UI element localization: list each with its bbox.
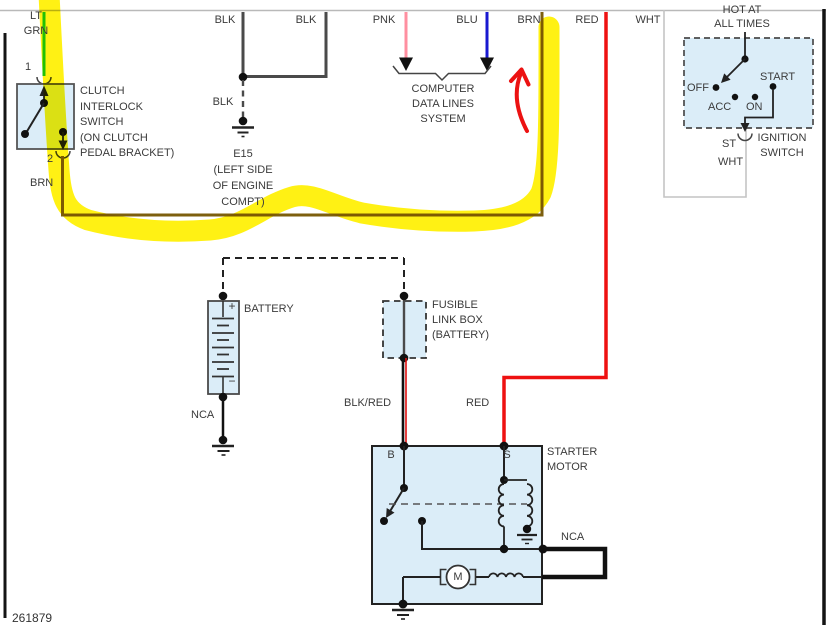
terminal-s-label: S [503,449,511,461]
ignition-switch-label: IGNITION SWITCH [757,132,807,159]
wire-label-lt-grn: LT GRN [23,10,49,37]
motor-bracket-right [469,568,477,586]
wire-label-red-mid: RED [466,397,490,409]
switch-arm [25,102,45,134]
st-connector [737,133,753,142]
wire-label-pnk: PNK [372,14,396,26]
computer-data-lines-label: COMPUTER DATA LINES SYSTEM [411,83,475,125]
motor-m-label: M [453,571,463,583]
solenoid-coil-left [497,483,505,528]
ignition-position-start: START [760,71,796,83]
clutch-interlock-switch-label: CLUTCH INTERLOCK SWITCH (ON CLUTCH PEDAL… [80,85,175,159]
field-coil [488,572,524,578]
wire-label-blk-1: BLK [214,14,236,26]
starter-motor [371,441,608,620]
blu-arrowhead [480,57,494,71]
on-contact-dot [751,93,759,101]
ignition-position-on: ON [746,101,763,113]
wire-label-blk-2: BLK [295,14,317,26]
start-contact-dot [769,83,777,90]
wire-label-blu: BLU [456,14,478,26]
off-contact-dot [712,84,720,91]
junction-dot [218,392,228,402]
battery [207,257,405,456]
wire-label-blk-ground: BLK [212,96,234,108]
starter-motor-label: STARTER MOTOR [547,446,598,473]
blk-wire-2 [245,12,328,78]
yellow-highlighter-stroke [38,0,560,242]
fusible-link-box-label: FUSIBLE LINK BOX (BATTERY) [432,299,490,341]
terminal-b-label: B [387,449,395,461]
section-box [663,10,747,198]
contact-arm [388,487,405,514]
reference-number: 261879 [12,611,53,625]
ignition-position-off: OFF [687,82,709,94]
red-wire [502,12,608,444]
wire-label-wht-top: WHT [635,14,661,26]
wire-label-red-top: RED [575,14,599,26]
computer-data-lines [392,12,494,82]
ground-label-e15: E15 (LEFT SIDE OF ENGINE COMPT) [212,148,274,208]
acc-contact-dot [731,93,739,101]
motor-circle [445,564,471,590]
hot-at-all-times-label: HOT AT ALL TIMES [714,4,770,30]
nca-thick-wire [542,546,608,580]
wire-label-brn-top: BRN [517,14,541,26]
ignition-arm-arrowhead [721,73,731,83]
battery-minus-sign: − [228,374,236,388]
ignition-dashed-box [683,37,814,129]
junction-dot [238,72,248,82]
nca-label-starter: NCA [561,531,585,543]
st-terminal-label: ST [722,138,737,150]
junction-dot [399,291,409,301]
nca-label-battery: NCA [191,409,215,421]
blk-ground-circuit [232,12,328,138]
underbrace [392,65,492,82]
contact-dot [21,130,29,138]
pin-2-label: 2 [46,153,54,165]
ignition-position-acc: ACC [708,101,732,113]
fusible-link-box [382,291,427,444]
pnk-arrowhead [399,57,413,71]
st-exit-arrowhead [740,123,750,132]
solenoid-coil-right [526,483,534,528]
red-arrow-annotation [509,67,531,133]
wire-label-wht-ignition: WHT [718,156,744,168]
arm-arrowhead [386,508,395,518]
pin-1-label: 1 [24,61,32,73]
battery-plus-sign: + [228,299,236,313]
wire-label-brn-left: BRN [30,177,54,189]
battery-label: BATTERY [244,303,294,315]
ignition-switch [663,10,814,198]
wire-label-blk-red: BLK/RED [344,397,392,409]
ignition-arm [724,58,746,80]
junction-dot [218,291,228,301]
